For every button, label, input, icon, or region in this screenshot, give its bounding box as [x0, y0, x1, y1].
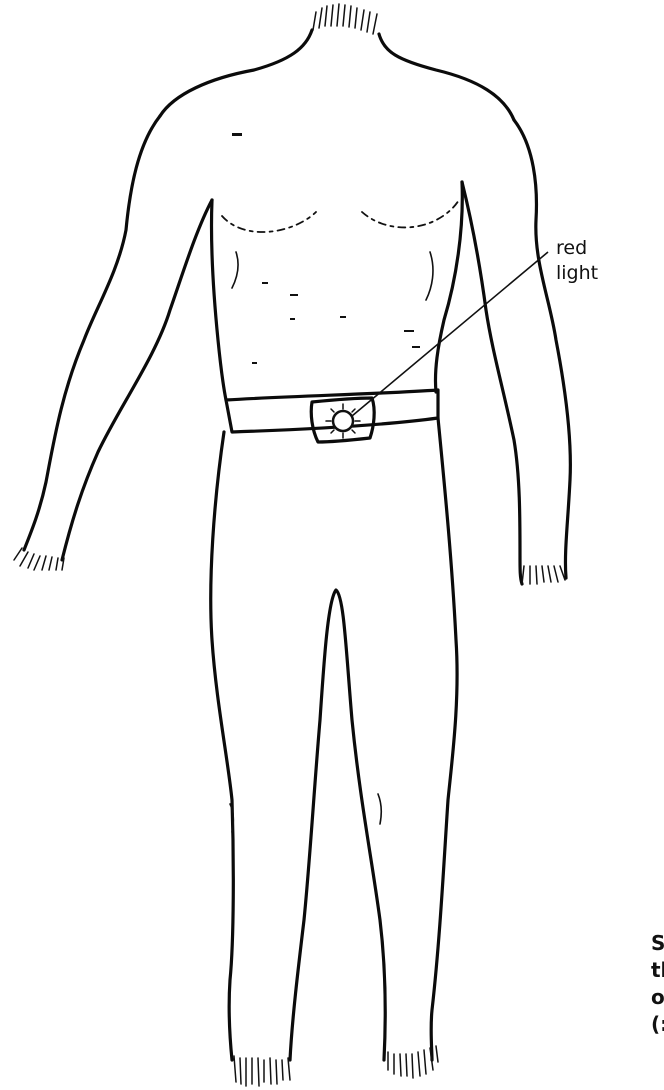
torso-left-outline: [211, 200, 226, 400]
torso-right-outline: [435, 182, 462, 392]
caption-line-2: tl: [651, 958, 664, 982]
collarbone-mark: [232, 133, 242, 136]
left-foot-strokes: [234, 1056, 290, 1086]
caption-line-4: (:: [651, 1012, 664, 1036]
right-hand-strokes: [522, 566, 565, 584]
neck-hair-strokes: [313, 4, 377, 34]
neck-left-outline: [160, 30, 312, 116]
callout-label-line-1: red: [556, 237, 587, 259]
right-arm-inner-outline: [462, 182, 522, 584]
abdomen-contour-right: [426, 252, 433, 300]
abdomen-marks: [252, 282, 420, 364]
inner-legs-outline: [290, 590, 385, 1060]
neck-right-outline: [379, 34, 514, 120]
callout-leader-line: [352, 252, 548, 416]
left-leg-outer-outline: [211, 432, 234, 1060]
callout-label-line-2: light: [556, 262, 598, 284]
left-arm-outer-outline: [24, 116, 160, 550]
right-foot-strokes: [388, 1046, 438, 1078]
left-pectoral-line: [222, 212, 316, 232]
abdomen-contour-left: [232, 252, 238, 288]
left-hand-strokes: [14, 548, 64, 570]
caption-line-1: S: [651, 931, 664, 955]
right-leg-outer-outline: [431, 418, 457, 1060]
right-knee-mark: [378, 794, 381, 824]
right-arm-outer-outline: [514, 120, 570, 578]
red-light-icon: [333, 411, 353, 431]
right-pectoral-line: [362, 198, 460, 227]
left-arm-inner-outline: [62, 200, 212, 560]
caption-line-3: o: [651, 985, 664, 1009]
